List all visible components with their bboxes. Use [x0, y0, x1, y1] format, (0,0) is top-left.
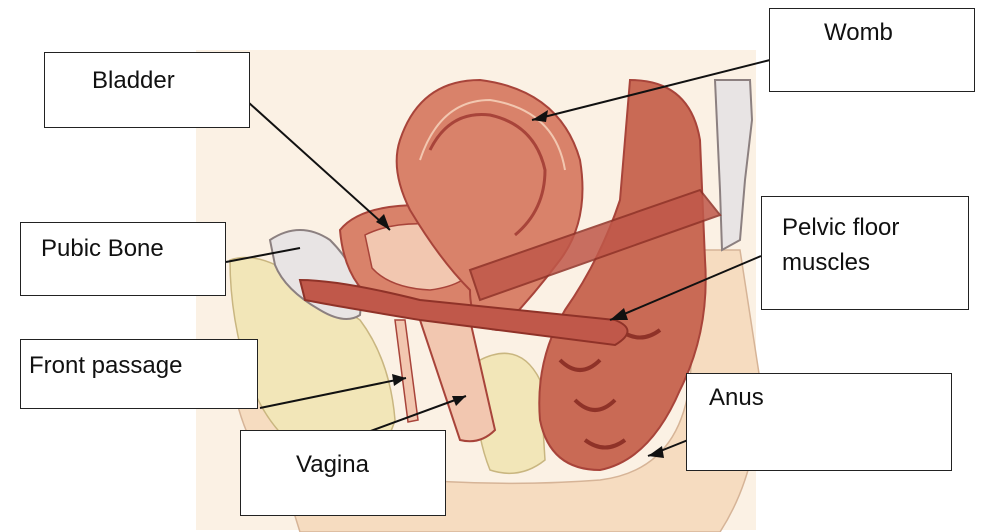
- bladder-label: Bladder: [92, 67, 175, 96]
- womb-label: Womb: [824, 19, 893, 48]
- pelvic-floor-label-box: Pelvic floor muscles: [761, 196, 969, 310]
- anus-label: Anus: [709, 384, 764, 413]
- front-passage-label-box: Front passage: [20, 339, 258, 409]
- anus-label-box: Anus: [686, 373, 952, 471]
- bladder-label-box: Bladder: [44, 52, 250, 128]
- front-passage-label: Front passage: [29, 352, 182, 381]
- pelvic-floor-label: Pelvic floor muscles: [782, 211, 962, 281]
- womb-label-box: Womb: [769, 8, 975, 92]
- vagina-label: Vagina: [296, 451, 369, 480]
- pubic-bone-label-box: Pubic Bone: [20, 222, 226, 296]
- vagina-label-box: Vagina: [240, 430, 446, 516]
- pubic-bone-label: Pubic Bone: [41, 235, 164, 264]
